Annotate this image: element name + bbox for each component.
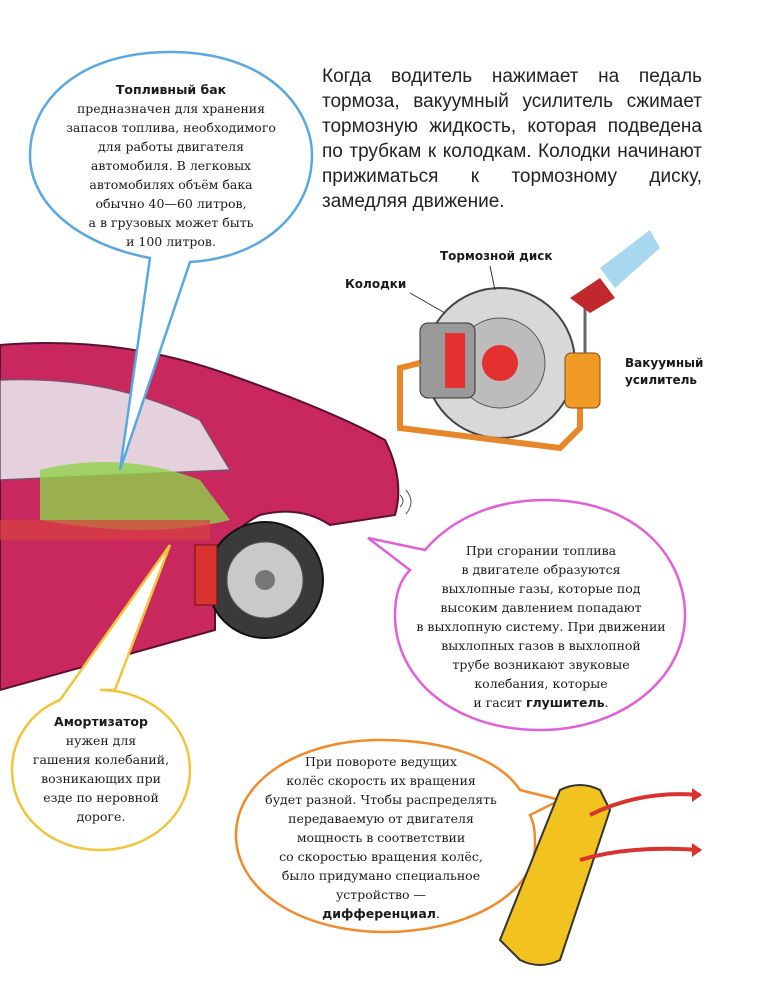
line: автомобилях объём бака xyxy=(89,177,253,192)
bubble-title: Амортизатор xyxy=(54,714,148,729)
line: выхлопных газов в выхлопной xyxy=(441,638,641,653)
line: устройство — xyxy=(335,887,427,902)
fuel-tank-bubble: Топливный бак предназначен для хранения … xyxy=(40,80,302,251)
line: со скоростью вращения колёс, xyxy=(279,849,483,864)
shock-absorber xyxy=(194,544,218,606)
line: и гасит xyxy=(473,695,526,710)
speech-bubbles xyxy=(10,50,687,934)
line: При сгорании топлива xyxy=(465,543,617,558)
line: предназначен для хранения xyxy=(76,101,266,116)
punct: . xyxy=(435,906,440,921)
line: колёс скорость их вращения xyxy=(286,773,476,788)
term-muffler: глушитель xyxy=(525,695,605,710)
brake-diagram xyxy=(397,230,660,452)
line: дороге. xyxy=(76,809,126,824)
label-line: Вакуумный xyxy=(625,356,704,370)
label-line: усилитель xyxy=(625,373,698,387)
bubble-title: Топливный бак xyxy=(115,82,227,97)
line: для работы двигателя xyxy=(97,139,245,154)
line: а в грузовых может быть xyxy=(88,215,254,230)
line: обычно 40—60 литров, xyxy=(95,196,247,211)
line: возникающих при xyxy=(41,771,161,786)
line: колебания, которые xyxy=(474,676,608,691)
line: будет разной. Чтобы распределять xyxy=(265,792,497,807)
line: езде по неровной xyxy=(43,790,159,805)
shock-absorber-bubble: Амортизатор нужен для гашения колебаний,… xyxy=(16,712,186,826)
line: выхлопные газы, которые под xyxy=(441,581,641,596)
muffler-bubble: При сгорании топлива в двигателе образую… xyxy=(400,541,682,712)
label-brake-disc: Тормозной диск xyxy=(440,249,553,263)
line: автомобиля. В легковых xyxy=(90,158,252,173)
label-vacuum-booster: Вакуумный усилитель xyxy=(625,355,703,389)
line: При повороте ведущих xyxy=(305,754,457,769)
line: передаваемую от двигателя xyxy=(288,811,474,826)
punct: . xyxy=(604,695,609,710)
line: трубе возникают звуковые xyxy=(452,657,630,672)
line: гашения колебаний, xyxy=(32,752,170,767)
differential-car-illustration xyxy=(498,784,702,966)
line: в двигателе образуются xyxy=(461,562,621,577)
line: и 100 литров. xyxy=(126,234,216,249)
intro-paragraph: Когда водитель нажимает на педаль тормоз… xyxy=(322,66,702,212)
differential-bubble: При повороте ведущих колёс скорость их в… xyxy=(240,752,522,923)
car-cutaway-illustration xyxy=(0,342,412,692)
label-brake-pads: Колодки xyxy=(345,277,407,291)
line: запасов топлива, необходимого xyxy=(66,120,276,135)
line: мощность в соответствии xyxy=(296,830,466,845)
line: было придумано специальное xyxy=(281,868,481,883)
line: высоким давлением попадают xyxy=(440,600,642,615)
line: в выхлопную систему. При движении xyxy=(416,619,666,634)
term-differential: дифференциал xyxy=(322,906,436,921)
line: нужен для xyxy=(65,733,137,748)
